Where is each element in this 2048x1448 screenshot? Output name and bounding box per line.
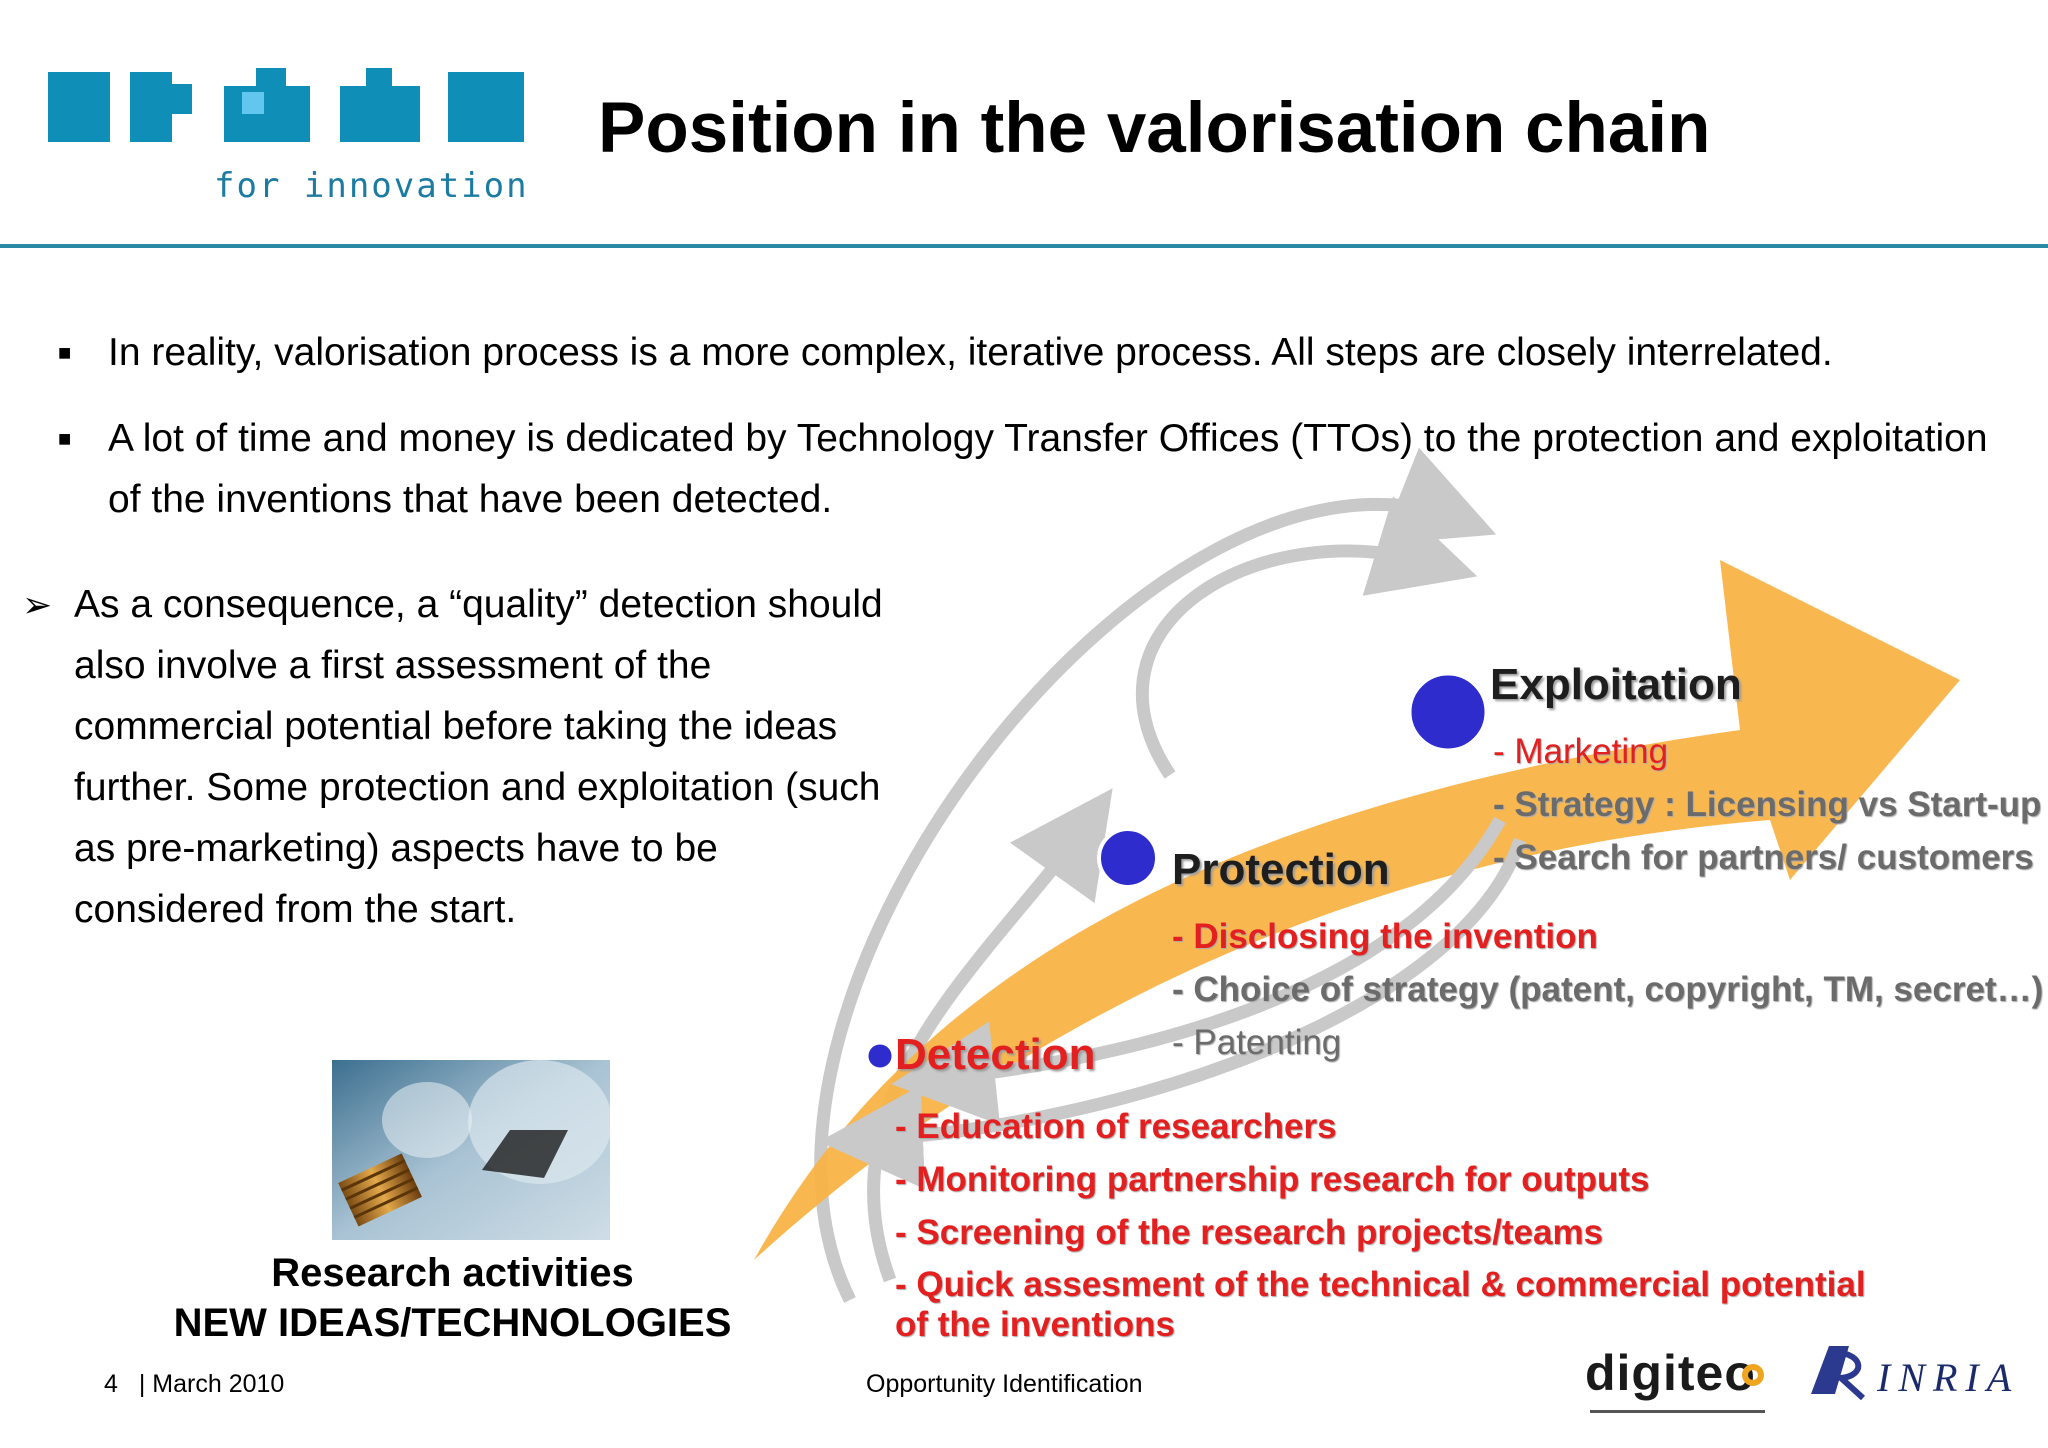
- bullet-item: ■ A lot of time and money is dedicated b…: [58, 408, 1988, 530]
- inria-logo: INRIA: [1805, 1342, 2030, 1428]
- page-number: 4: [104, 1370, 118, 1398]
- consequence-point: ➢ As a consequence, a “quality” detectio…: [22, 574, 883, 1004]
- digiteo-logo-text: digiteo: [1585, 1345, 1756, 1401]
- protection-dot: [1097, 827, 1159, 889]
- detection-item: - Quick assesment of the technical & com…: [895, 1265, 1866, 1344]
- cycle-loop-lower: [891, 816, 1506, 1125]
- research-caption: Research activities NEW IDEAS/TECHNOLOGI…: [100, 1248, 805, 1348]
- digiteo-subtitle-line: [1590, 1410, 1765, 1413]
- digiteo-logo: digiteo: [1580, 1340, 1780, 1430]
- bullet-item: ■ In reality, valorisation process is a …: [58, 322, 1988, 383]
- footer-topic: Opportunity Identification: [866, 1370, 1143, 1398]
- cycle-loop-back: [819, 837, 1527, 1190]
- detection-item: - Monitoring partnership research for ou…: [895, 1160, 1650, 1199]
- cycle-loop-protection: [1135, 496, 1478, 779]
- exploitation-item: - Strategy : Licensing vs Start-up: [1493, 785, 2042, 824]
- protection-item: - Choice of strategy (patent, copyright,…: [1172, 970, 2044, 1009]
- inria-emblem-icon: [1811, 1346, 1866, 1401]
- valorisation-chain-diagram: Exploitation - Marketing - Strategy : Li…: [740, 440, 2048, 1360]
- partner-logos: digiteo INRIA: [1580, 1340, 2030, 1430]
- stage-protection-label: Protection: [1172, 845, 1390, 894]
- protection-item: - Disclosing the invention: [1172, 917, 1598, 956]
- company-logo: for innovation: [24, 66, 544, 224]
- orange-chain-arrow: [754, 560, 1960, 1260]
- protection-item: - Patenting: [1172, 1023, 1342, 1062]
- inria-logo-text: INRIA: [1877, 1355, 2020, 1400]
- page-title: Position in the valorisation chain: [598, 89, 1711, 168]
- stage-exploitation-label: Exploitation: [1490, 660, 1742, 709]
- detection-item: - Education of researchers: [895, 1107, 1337, 1146]
- detection-items: - Education of researchers - Monitoring …: [895, 1100, 1895, 1345]
- exploitation-item: - Marketing: [1493, 732, 1669, 771]
- stage-detection-label: Detection: [895, 1030, 1096, 1079]
- protection-items: - Disclosing the invention - Choice of s…: [1172, 910, 2043, 1069]
- square-bullet-icon: ■: [58, 426, 72, 451]
- detection-item: - Screening of the research projects/tea…: [895, 1213, 1604, 1252]
- footer-date: | March 2010: [138, 1370, 285, 1398]
- research-line-1: Research activities: [271, 1251, 634, 1295]
- footer-page-info: 4 | March 2010: [104, 1370, 284, 1399]
- square-bullet-icon: ■: [58, 340, 72, 365]
- arrow-bullet-icon: ➢: [22, 584, 53, 625]
- logo-tagline: for innovation: [214, 166, 529, 206]
- detection-dot: [865, 1041, 895, 1071]
- light-bulb-image: [332, 1060, 612, 1240]
- exploitation-dot: [1406, 670, 1490, 754]
- digiteo-ring-icon: [1742, 1364, 1764, 1386]
- bullet-text: In reality, valorisation process is a mo…: [108, 331, 1833, 374]
- bullet-text: A lot of time and money is dedicated by …: [108, 417, 1988, 521]
- research-line-2: NEW IDEAS/TECHNOLOGIES: [173, 1301, 732, 1345]
- exploitation-items: - Marketing - Strategy : Licensing vs St…: [1493, 725, 2041, 884]
- header-divider: [0, 244, 2048, 248]
- consequence-text: As a consequence, a “quality” detection …: [74, 583, 883, 931]
- exploitation-item: - Search for partners/ customers: [1493, 838, 2034, 877]
